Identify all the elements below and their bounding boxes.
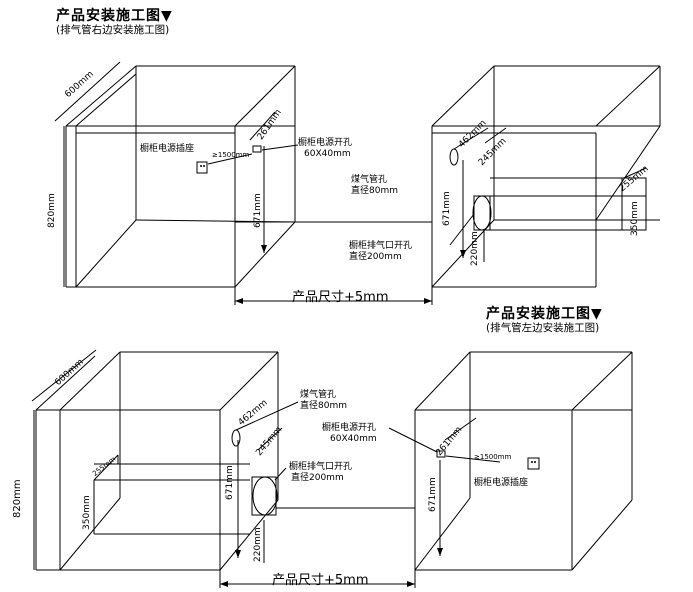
d2-gas-hole-size: 直径80mm bbox=[300, 401, 347, 411]
d1-dim-350: 350mm bbox=[630, 201, 640, 236]
d2-dim-1500: ≥1500mm bbox=[474, 453, 512, 461]
d1-dim-220: 220mm bbox=[470, 231, 480, 266]
d1-exhaust-label: 橱柜排气口开孔 bbox=[349, 241, 413, 251]
d1-gas-hole-label: 煤气管孔 bbox=[351, 175, 388, 185]
d2-power-hole-size: 60X40mm bbox=[330, 434, 377, 444]
d1-right-cabinet bbox=[431, 65, 661, 288]
d2-right-cabinet bbox=[388, 351, 633, 571]
d1-power-hole-label: 橱柜电源开孔 bbox=[298, 138, 353, 148]
d1-dim-671-left: 671mm bbox=[253, 193, 263, 228]
d2-subtitle: (排气管左边安装施工图) bbox=[486, 322, 600, 334]
d2-dim-671-right: 671mm bbox=[428, 477, 438, 512]
d1-dim-1500: ≥1500mm bbox=[212, 151, 250, 159]
d2-exhaust-size: 直径200mm bbox=[291, 473, 344, 483]
d2-dim-820: 820mm bbox=[12, 479, 23, 518]
d1-socket-label: 橱柜电源插座 bbox=[140, 144, 195, 154]
d1-product-size: 产品尺寸+5mm bbox=[292, 290, 389, 305]
d2-gas-hole-label: 煤气管孔 bbox=[300, 390, 337, 400]
d1-subtitle: (排气管右边安装施工图) bbox=[56, 24, 170, 36]
d2-title: 产品安装施工图▼ bbox=[486, 306, 603, 322]
d1-exhaust-size: 直径200mm bbox=[349, 252, 402, 262]
d1-power-hole-size: 60X40mm bbox=[304, 149, 351, 159]
d2-left-cabinet bbox=[31, 349, 299, 571]
d2-dim-671-left: 671mm bbox=[225, 465, 235, 500]
d1-gas-hole-size: 直径80mm bbox=[351, 186, 398, 196]
d2-dim-350: 350mm bbox=[82, 495, 92, 530]
d1-dim-671-right: 671mm bbox=[442, 191, 452, 226]
d2-power-hole-label: 橱柜电源开孔 bbox=[322, 423, 377, 433]
d2-product-size: 产品尺寸+5mm bbox=[272, 573, 369, 588]
d1-title: 产品安装施工图▼ bbox=[56, 8, 173, 24]
d1-left-cabinet bbox=[54, 61, 299, 288]
d2-socket-label: 橱柜电源插座 bbox=[474, 478, 529, 488]
d2-dim-220: 220mm bbox=[253, 527, 263, 562]
d1-dim-820: 820mm bbox=[47, 193, 57, 228]
d2-exhaust-label: 橱柜排气口开孔 bbox=[289, 462, 353, 472]
